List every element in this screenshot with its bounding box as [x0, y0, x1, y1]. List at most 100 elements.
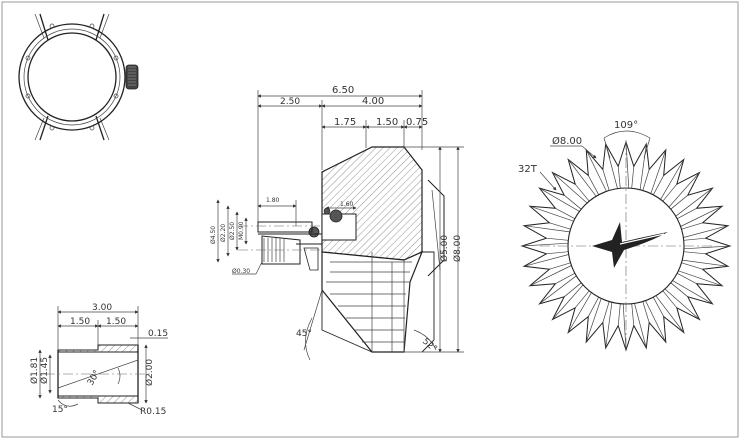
gear-tooth-edge	[617, 303, 621, 326]
gear-tooth-edge	[677, 207, 697, 220]
crown-seg-c: 0.75	[406, 117, 428, 128]
gear-tooth-edge	[539, 187, 580, 212]
gear-tooth-edge	[681, 262, 703, 270]
gear-tooth-edge	[567, 292, 592, 333]
gear-tooth-edge	[678, 270, 723, 287]
gear-tooth-edge	[634, 303, 647, 349]
gear-tooth-edge	[587, 175, 600, 195]
gear-tooth-edge	[664, 288, 700, 320]
crown-side-view: 6.50 2.50 4.00 1.75 1.50 0.75 1.80	[210, 85, 464, 361]
gear-tooth-edge	[546, 237, 569, 241]
gear-tooth-edge	[670, 194, 689, 210]
tube-right-length: 1.50	[106, 317, 126, 327]
gear-tooth-edge	[642, 169, 650, 191]
gear-tooth-edge	[639, 143, 647, 190]
gear-tooth-edge	[683, 237, 706, 241]
tube-left-length: 1.50	[70, 317, 90, 327]
gear-tooth-edge	[549, 222, 571, 230]
gear-tooth-edge	[683, 251, 706, 255]
tube-angle-mid: 30°	[86, 369, 103, 388]
crown-seg-a: 1.75	[334, 117, 356, 128]
crown-overall-length: 6.50	[332, 85, 354, 96]
crown-seg-b: 1.50	[376, 117, 398, 128]
gear-tooth-edge	[529, 265, 572, 287]
gear-tooth-edge	[555, 272, 575, 285]
star-swoosh-logo-icon	[592, 222, 668, 268]
gear-tooth-edge	[672, 280, 713, 305]
gear-tooth-edge	[668, 172, 700, 208]
tube-total-length: 3.00	[92, 303, 112, 313]
gear-tooth-edge	[602, 169, 610, 191]
gear-tooth-edge	[652, 175, 665, 195]
gear-tooth-edge	[655, 295, 685, 333]
watch-crown-icon	[125, 64, 139, 90]
gear-tooth-edge	[602, 301, 610, 323]
crown-outer-diameter: Ø8.00	[452, 235, 463, 262]
crown-front-angle: 109°	[614, 120, 638, 131]
tube-radius: R0.15	[140, 407, 166, 417]
stem-thread: M0.90	[238, 221, 245, 240]
gear-tooth-edge	[617, 166, 621, 189]
gear-tooth-edge	[552, 172, 588, 204]
crown-small-length: 1.60	[340, 201, 354, 208]
watch-case-icon	[18, 13, 139, 141]
gear-tooth-edge	[683, 225, 729, 238]
gear-tooth-edge	[645, 300, 667, 343]
gear-tooth-edge	[585, 298, 602, 343]
gear-tooth-edge	[585, 149, 607, 192]
gear-tooth-edge	[662, 183, 678, 202]
gear-tooth-edge	[660, 159, 685, 200]
tube-inner-diameter: Ø1.45	[39, 357, 50, 384]
crown-front-view: 109° Ø8.00 32T	[518, 120, 732, 352]
gear-tooth-edge	[567, 159, 597, 197]
gear-tooth-edge	[605, 302, 613, 349]
tube-angle-left: 15°	[52, 405, 68, 415]
gear-tooth-edge	[681, 222, 703, 230]
gear-tooth-edge	[546, 251, 569, 255]
gear-tooth-edge	[529, 205, 574, 222]
gear-tooth-edge	[549, 262, 571, 270]
crown-right-length: 4.00	[362, 96, 384, 107]
gear-tooth-edge	[523, 225, 570, 233]
gear-tooth-edge	[682, 259, 729, 267]
crown-front-diameter: Ø8.00	[552, 135, 582, 147]
gear-tooth-edge	[552, 284, 584, 320]
stem-dia-c: Ø2.50	[229, 222, 236, 240]
gear-tooth-edge	[587, 297, 600, 317]
gear-tooth-edge	[683, 245, 731, 250]
gear-tooth-edge	[539, 275, 577, 305]
gear-tooth-edge	[563, 282, 582, 298]
gear-tooth-edge	[523, 254, 569, 267]
gear-tooth-edge	[631, 166, 635, 189]
tube-right-diameter: Ø2.00	[144, 359, 155, 386]
gear-tooth-edge	[631, 303, 635, 326]
gear-tooth-edge	[675, 187, 713, 217]
tube-section-view: 3.00 1.50 1.50 0.15 Ø1.81 Ø1.45 Ø2.00 30…	[29, 303, 168, 417]
gear-tooth-edge	[563, 194, 582, 210]
stem-dia-b: Ø2.20	[220, 224, 227, 242]
gear-tooth-edge	[521, 242, 569, 247]
crown-left-length: 2.50	[280, 97, 300, 107]
stem-dia-a: Ø4.50	[210, 226, 217, 244]
stem-length: 1.80	[266, 197, 280, 204]
gear-tooth-edge	[652, 297, 665, 317]
gear-tooth-edge	[677, 272, 697, 285]
crown-head-diameter: Ø5.00	[439, 235, 450, 262]
gear-tooth-edge	[642, 301, 650, 323]
tube-step: 0.15	[148, 329, 168, 339]
crown-teeth-count: 32T	[518, 164, 538, 175]
gear-tooth-edge	[622, 303, 627, 351]
crown-angle-left: 45°	[296, 329, 312, 339]
gear-tooth-edge	[662, 290, 678, 309]
gear-tooth-edge	[650, 149, 667, 194]
gear-tooth-edge	[574, 183, 590, 202]
gear-tooth-edge	[555, 207, 575, 220]
tube-outer-diameter: Ø1.81	[29, 357, 40, 384]
gear-tooth-edge	[625, 141, 630, 189]
stem-note: Ø0.30	[232, 268, 250, 275]
gear-tooth-edge	[670, 282, 689, 298]
gear-tooth-edge	[680, 205, 723, 227]
